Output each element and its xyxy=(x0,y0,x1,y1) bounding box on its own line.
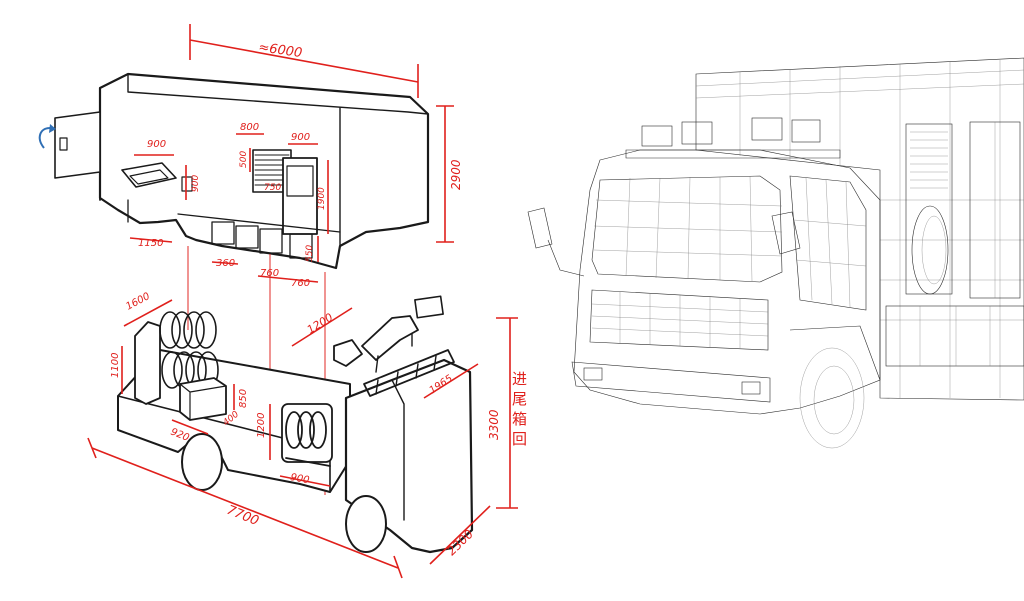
dim-rack-length: 1600 xyxy=(124,291,152,313)
bottom-sketch-chassis xyxy=(117,295,474,554)
dim-lower-bay-a: 360 xyxy=(216,258,235,269)
dim-window-width: 900 xyxy=(147,139,166,150)
dim-door-height: 1900 xyxy=(317,187,327,210)
dim-box-height: 850 xyxy=(238,389,249,408)
rear-wheel xyxy=(181,433,223,491)
wireframe-truck-render xyxy=(527,57,1024,449)
dim-shutter-height: 500 xyxy=(239,151,249,168)
note-char-1: 进 xyxy=(512,370,527,388)
dim-shutter-inner: 750 xyxy=(264,183,281,193)
dim-door-width: 900 xyxy=(291,132,310,143)
top-dimensions: ≈6000 2900 900 900 800 500 750 900 1900 … xyxy=(129,24,463,495)
dim-lower-bay-c: 760 xyxy=(291,278,310,289)
dim-rack-height: 1100 xyxy=(110,353,121,378)
dim-overall-height-bottom: 3300 xyxy=(487,409,501,440)
dim-window-height: 900 xyxy=(191,175,201,192)
dim-overall-length-top: ≈6000 xyxy=(257,40,303,61)
front-wheel xyxy=(345,495,387,553)
dim-reel-height: 1200 xyxy=(256,413,267,438)
top-sketch-body xyxy=(38,72,430,270)
note-char-4: 回 xyxy=(512,430,527,448)
dim-reel-width: 900 xyxy=(289,472,310,486)
dim-shutter-width: 800 xyxy=(240,122,259,133)
dim-front-bay: 1150 xyxy=(138,238,163,249)
dim-lower-bay-h: 550 xyxy=(305,245,315,262)
dim-height-top: 2900 xyxy=(449,159,463,190)
rotate-arrow-icon xyxy=(38,127,51,149)
note-char-3: 箱 xyxy=(512,410,527,428)
note-char-2: 尾 xyxy=(512,390,527,408)
dim-equipment-span: 1200 xyxy=(305,311,336,337)
